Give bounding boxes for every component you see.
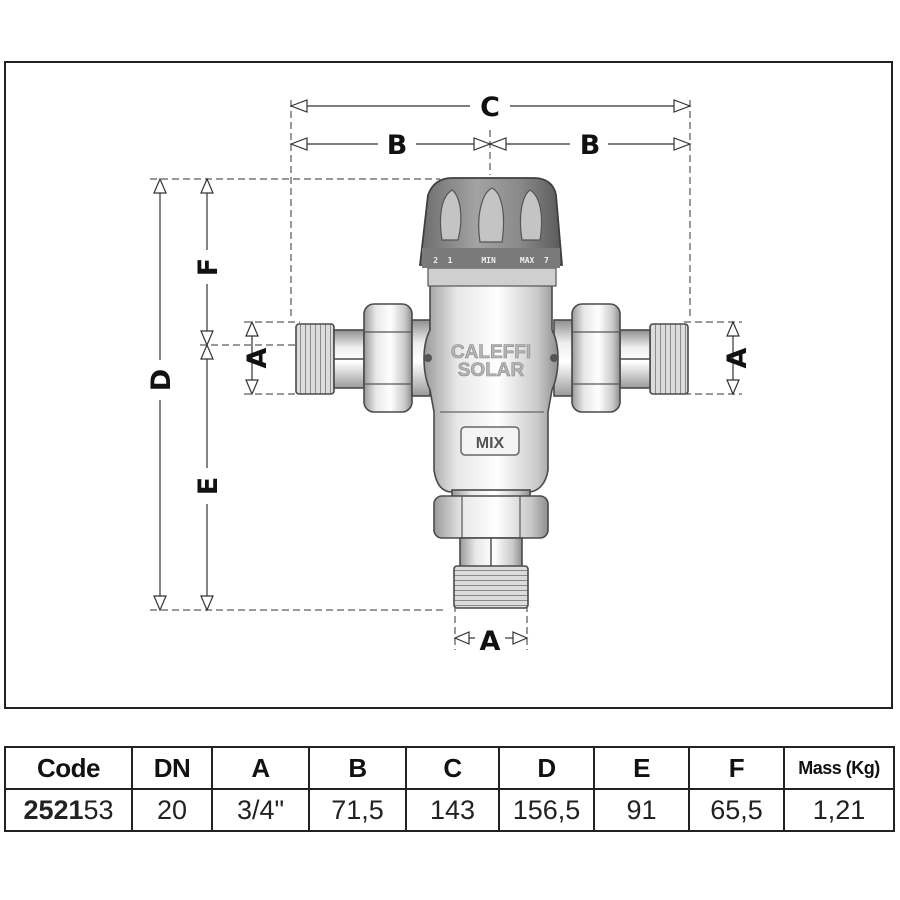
label-c: C (480, 92, 500, 123)
brand-caleffi: CALEFFI (451, 342, 531, 363)
cell-a: 3/4" (211, 788, 310, 832)
table-row: 252153 20 3/4" 71,5 143 156,5 91 65,5 1,… (4, 788, 895, 832)
mixing-valve: CALEFFI SOLAR MIX 2 1 MIN MAX 7 (295, 177, 689, 609)
cell-c: 143 (405, 788, 500, 832)
code-regular-part: 53 (83, 794, 114, 825)
cell-code: 252153 (4, 788, 133, 832)
cell-mass: 1,21 (783, 788, 895, 832)
label-a-left: A (242, 347, 273, 368)
header-f: F (688, 746, 785, 790)
cell-b: 71,5 (308, 788, 407, 832)
table-header-row: Code DN A B C D E F Mass (Kg) (4, 746, 895, 790)
cell-f: 65,5 (688, 788, 785, 832)
header-mass: Mass (Kg) (783, 746, 895, 790)
mix-label: MIX (476, 435, 505, 452)
dimension-f-e: F E (193, 177, 224, 612)
code-bold-part: 2521 (23, 794, 84, 825)
header-b: B (308, 746, 407, 790)
label-e: E (193, 477, 224, 495)
header-dn: DN (131, 746, 213, 790)
cell-dn: 20 (131, 788, 213, 832)
label-f: F (193, 258, 224, 276)
knob-scale: 2 1 MIN MAX 7 (433, 256, 549, 265)
drawing-frame (4, 61, 893, 709)
header-e: E (593, 746, 690, 790)
header-a: A (211, 746, 310, 790)
dimension-d: D (146, 177, 177, 612)
cell-d: 156,5 (498, 788, 595, 832)
brand-solar: SOLAR (458, 360, 525, 381)
label-b-right: B (580, 130, 601, 161)
label-a-bottom: A (480, 626, 501, 657)
header-code: Code (4, 746, 133, 790)
dimension-a: A A A (242, 320, 753, 657)
header-c: C (405, 746, 500, 790)
valve-dimension-drawing: C B B D F E A (146, 92, 753, 657)
label-d: D (146, 369, 177, 391)
header-d: D (498, 746, 595, 790)
dimension-b: B B (289, 130, 692, 161)
cell-e: 91 (593, 788, 690, 832)
dimension-c: C (289, 92, 692, 123)
specification-table: Code DN A B C D E F Mass (Kg) 252153 20 … (4, 746, 895, 832)
label-b-left: B (387, 130, 408, 161)
label-a-right: A (722, 347, 753, 368)
